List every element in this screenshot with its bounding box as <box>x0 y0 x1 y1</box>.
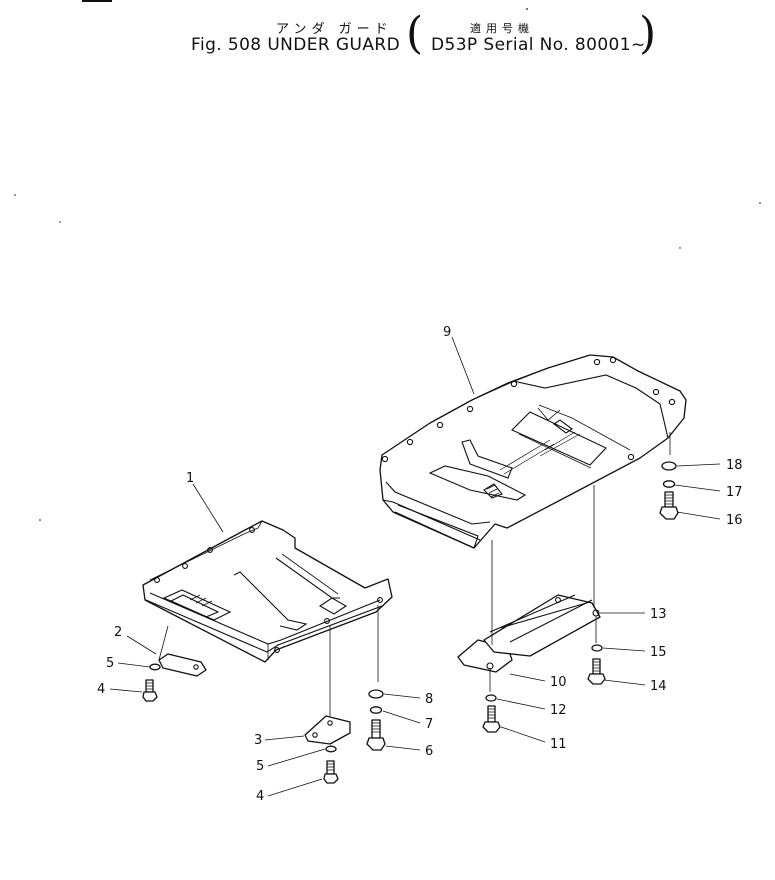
callout-8: 8 <box>425 692 433 707</box>
callout-15: 15 <box>650 645 667 660</box>
japanese-title: アンダ ガード <box>276 22 393 37</box>
callout-2: 2 <box>114 625 122 640</box>
bracket-left: ( <box>406 8 424 59</box>
bolt-14 <box>587 658 606 685</box>
callout-5-left: 5 <box>106 656 114 671</box>
japanese-applicability-label: 適用号機 <box>470 22 534 35</box>
callout-10: 10 <box>550 675 567 690</box>
figure-title: Fig. 508 UNDER GUARD <box>191 35 401 55</box>
bolt-4-lower <box>323 760 339 784</box>
callout-1: 1 <box>186 471 194 486</box>
corner-mark <box>82 0 112 2</box>
washer-15 <box>591 644 603 652</box>
callout-18: 18 <box>726 458 743 473</box>
washer-5-lower <box>325 745 337 753</box>
washer-8 <box>368 689 384 699</box>
cover-3 <box>304 715 351 745</box>
scan-specks <box>14 8 761 521</box>
callout-7: 7 <box>425 717 433 732</box>
leader-lines <box>109 336 721 797</box>
callout-14: 14 <box>650 679 667 694</box>
plate-13 <box>483 594 601 657</box>
front-under-guard <box>142 520 393 663</box>
washer-7 <box>369 706 383 714</box>
callout-labels: 1 2 3 4 4 5 5 6 7 8 9 10 11 12 13 14 15 … <box>97 325 743 804</box>
bolt-16 <box>659 491 679 520</box>
washer-5-left <box>149 663 161 671</box>
cover-2 <box>158 653 207 677</box>
callout-5-lower: 5 <box>256 759 264 774</box>
callout-6: 6 <box>425 744 433 759</box>
assembly-guide-lines <box>158 432 671 716</box>
fasteners <box>142 461 679 784</box>
bolt-11 <box>482 705 501 733</box>
bracket-right: ) <box>639 8 657 59</box>
callout-4-lower: 4 <box>256 789 264 804</box>
callout-12: 12 <box>550 703 567 718</box>
callout-16: 16 <box>726 513 743 528</box>
washer-12 <box>485 694 497 702</box>
callout-3: 3 <box>254 733 262 748</box>
callout-4-left: 4 <box>97 682 105 697</box>
washer-17 <box>662 480 676 488</box>
washer-18 <box>661 461 677 471</box>
rear-under-guard <box>379 354 687 549</box>
bolt-6 <box>366 719 386 751</box>
callout-13: 13 <box>650 607 667 622</box>
callout-9: 9 <box>443 325 451 340</box>
callout-17: 17 <box>726 485 743 500</box>
bolt-4-left <box>142 679 158 702</box>
serial-applicability: D53P Serial No. 80001~ <box>431 35 646 55</box>
callout-11: 11 <box>550 737 567 752</box>
